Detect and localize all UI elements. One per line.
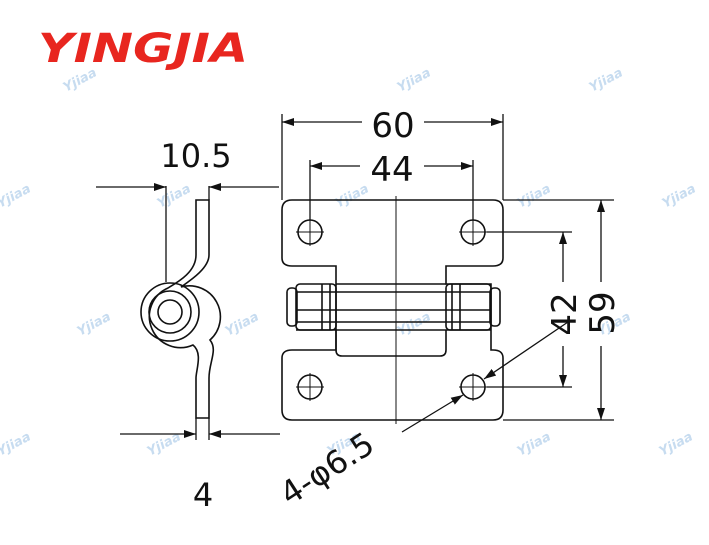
dim-label-overall-height: 59	[583, 291, 623, 334]
watermark-logo: Yjiaa	[515, 181, 554, 211]
dim-side-thickness	[120, 418, 280, 440]
dim-label-overall-width: 60	[371, 106, 414, 146]
watermark-logo: Yjiaa	[0, 181, 34, 211]
dim-label-side-thickness: 4	[193, 476, 213, 514]
hole-crosshairs	[296, 218, 487, 401]
front-view	[281, 196, 504, 424]
watermark-logo: Yjiaa	[395, 309, 434, 339]
watermark-logo: Yjiaa	[223, 309, 262, 339]
pin-end-left	[286, 287, 298, 327]
watermarks: Yjiaa Yjiaa Yjiaa Yjiaa Yjiaa Yjiaa Yjia…	[0, 65, 699, 459]
leader-line	[401, 394, 464, 433]
dim-overall-width	[281, 114, 504, 200]
dim-overall-height	[503, 199, 614, 421]
leader-line	[483, 321, 569, 380]
side-barrel-middle	[148, 290, 192, 334]
watermark-logo: Yjiaa	[660, 181, 699, 211]
watermark-logo: Yjiaa	[0, 429, 34, 459]
dim-hole-spec-leader	[401, 321, 569, 433]
watermark-logo: Yjiaa	[657, 429, 696, 459]
side-profile-outer	[148, 199, 222, 419]
watermark-logo: Yjiaa	[515, 429, 554, 459]
dim-label-hole-spacing-x: 44	[370, 150, 413, 190]
watermark-logo: Yjiaa	[333, 181, 372, 211]
front-plate-outline	[281, 199, 504, 421]
barrel-center-knuckle	[335, 283, 447, 357]
brand-logo: YINGJIA	[38, 26, 248, 72]
pin-end-right	[489, 287, 501, 327]
dim-label-side-width: 10.5	[160, 137, 231, 175]
watermark-logo: Yjiaa	[587, 65, 626, 95]
dim-hole-spacing-x	[309, 160, 474, 220]
dim-hole-spacing-y	[487, 231, 572, 388]
watermark-logo: Yjiaa	[395, 65, 434, 95]
dim-label-hole-spacing-y: 42	[545, 292, 585, 335]
side-pin	[157, 299, 183, 325]
watermark-logo: Yjiaa	[155, 181, 194, 211]
side-view	[140, 199, 222, 419]
watermark-logo: Yjiaa	[75, 309, 114, 339]
side-barrel-outer	[140, 282, 200, 342]
dim-side-width	[96, 183, 279, 282]
dim-label-hole-spec: 4-φ6.5	[273, 425, 381, 513]
